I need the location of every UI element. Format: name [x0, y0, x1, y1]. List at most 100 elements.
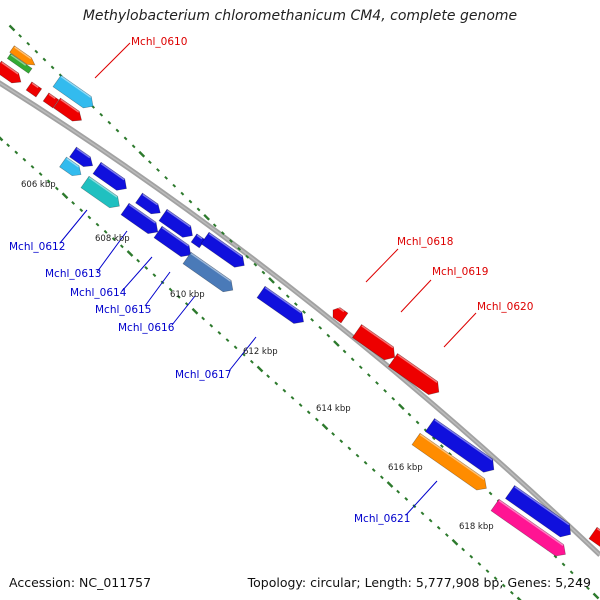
gene-label-mchl-0620[interactable]: Mchl_0620	[477, 301, 533, 313]
inner-tick-dot	[256, 365, 264, 373]
feature-blue-4[interactable]	[153, 225, 195, 260]
outer-tick-dot	[366, 373, 371, 378]
feature-red-small-2[interactable]	[42, 92, 60, 109]
outer-tick-dot	[26, 41, 31, 46]
feature-mchl-0620[interactable]	[387, 353, 443, 398]
gene-label-mchl-0612[interactable]: Mchl_0612	[9, 241, 65, 253]
inner-tick-dot	[61, 192, 69, 200]
feature-mchl-0610-shape[interactable]	[52, 74, 97, 112]
feature-mchl-0618-shape[interactable]	[330, 305, 349, 324]
feature-mchl-0613-shape[interactable]	[80, 175, 123, 212]
feature-red-left-shape[interactable]	[0, 60, 24, 87]
feature-mchl-0610[interactable]	[52, 74, 97, 112]
feature-red-left[interactable]	[0, 60, 24, 87]
gene-label-mchl-0610[interactable]: Mchl_0610	[131, 36, 187, 48]
feature-blue-5-shine	[208, 233, 243, 258]
feature-mchl-0617-shape[interactable]	[256, 285, 308, 327]
feature-red-mid-shape[interactable]	[53, 97, 85, 125]
feature-mchl-0619[interactable]	[351, 324, 399, 363]
feature-blue-bottom-2-shape[interactable]	[504, 485, 575, 541]
feature-red-small-2-shine	[48, 93, 56, 100]
outer-tick-dot	[375, 381, 379, 385]
feature-mchl-0617[interactable]	[256, 285, 308, 327]
outer-tick-dot	[358, 365, 363, 370]
feature-blue-bottom-shape[interactable]	[424, 418, 498, 476]
outer-tick-dot	[203, 213, 211, 221]
feature-red-small[interactable]	[25, 81, 43, 98]
inner-tick-dot	[249, 359, 254, 364]
feature-mchl-0620-shape[interactable]	[387, 353, 443, 398]
gene-label-mchl-0615[interactable]: Mchl_0615	[95, 304, 151, 316]
outer-tick-dot	[318, 325, 323, 330]
outer-tick-dot	[220, 231, 225, 236]
feature-mchl-0615-shape[interactable]	[158, 208, 197, 241]
outer-tick-dot	[237, 246, 242, 251]
feature-mchl-0616[interactable]	[182, 251, 237, 296]
inner-tick-dot	[54, 186, 59, 191]
feature-red-small-shape[interactable]	[25, 81, 43, 98]
feature-mchl-0615[interactable]	[158, 208, 197, 241]
gene-label-mchl-0619[interactable]: Mchl_0619	[432, 266, 488, 278]
feature-blue-bottom-2[interactable]	[504, 485, 575, 541]
tick-label: 608 kbp	[95, 234, 130, 244]
feature-blue-3-shape[interactable]	[135, 192, 164, 218]
feature-mchl-0612-shape[interactable]	[59, 156, 85, 179]
feature-mchl-0621[interactable]	[411, 432, 490, 494]
feature-red-edge[interactable]	[588, 526, 600, 551]
feature-blue-3[interactable]	[135, 192, 164, 218]
feature-mchl-0613-shine	[88, 177, 118, 198]
feature-mchl-0612[interactable]	[59, 156, 85, 179]
inner-tick-dot	[126, 250, 134, 257]
feature-red-mid[interactable]	[53, 97, 85, 125]
gene-label-mchl-0614[interactable]: Mchl_0614	[70, 287, 127, 299]
feature-blue-2[interactable]	[92, 161, 131, 194]
outer-tick-dot	[188, 199, 193, 204]
inner-tick-dot	[306, 410, 311, 415]
feature-red-edge-shape[interactable]	[588, 526, 600, 551]
gene-label-mchl-0617[interactable]: Mchl_0617	[175, 369, 231, 381]
feature-mchl-0621-shape[interactable]	[411, 432, 490, 494]
feature-mchl-0619-shape[interactable]	[351, 324, 399, 363]
feature-green-top[interactable]	[6, 53, 33, 74]
feature-blue-small[interactable]	[190, 233, 206, 249]
feature-mchl-0614-shape[interactable]	[120, 202, 162, 237]
inner-tick-dot	[298, 403, 303, 408]
feature-orange-top[interactable]	[9, 45, 38, 69]
outer-tick-dot	[268, 277, 275, 284]
feature-orange-top-shape[interactable]	[9, 45, 38, 69]
feature-pink-bottom-shape[interactable]	[490, 498, 569, 560]
outer-tick-dot	[350, 357, 355, 362]
outer-tick-dot	[561, 562, 566, 567]
tick-label: 618 kbp	[459, 522, 494, 532]
inner-tick-dot	[225, 338, 230, 343]
feature-blue-5-shape[interactable]	[200, 231, 248, 271]
gene-label-mchl-0613[interactable]: Mchl_0613	[45, 268, 101, 280]
callout-line	[228, 336, 257, 372]
inner-tick-dot	[331, 432, 336, 436]
feature-mchl-0616-shape[interactable]	[182, 251, 237, 296]
feature-red-small-2-shape[interactable]	[42, 92, 60, 109]
feature-green-top-shape[interactable]	[6, 53, 33, 74]
feature-blocks	[0, 45, 600, 560]
gene-label-mchl-0618[interactable]: Mchl_0618	[397, 236, 453, 248]
feature-mchl-0613[interactable]	[80, 175, 123, 212]
gene-label-mchl-0621[interactable]: Mchl_0621	[354, 513, 410, 525]
feature-blue-top[interactable]	[69, 146, 97, 171]
outer-tick-dot	[172, 183, 177, 188]
inner-tick-dot	[436, 525, 441, 530]
feature-pink-bottom[interactable]	[490, 498, 569, 560]
feature-mchl-0618[interactable]	[330, 305, 349, 324]
feature-blue-bottom[interactable]	[424, 418, 498, 476]
feature-blue-5[interactable]	[200, 231, 248, 271]
feature-mchl-0614[interactable]	[120, 202, 162, 237]
outer-tick-dot	[488, 491, 493, 496]
feature-blue-4-shape[interactable]	[153, 225, 195, 260]
inner-tick-dot	[191, 307, 199, 315]
feature-blue-small-shape[interactable]	[190, 233, 206, 249]
feature-blue-2-shape[interactable]	[92, 161, 131, 194]
outer-tick-dot	[415, 420, 420, 425]
feature-blue-top-shape[interactable]	[69, 146, 97, 171]
outer-tick-dot	[302, 310, 306, 314]
gene-label-mchl-0616[interactable]: Mchl_0616	[118, 322, 175, 334]
inner-tick-dot	[355, 453, 360, 458]
